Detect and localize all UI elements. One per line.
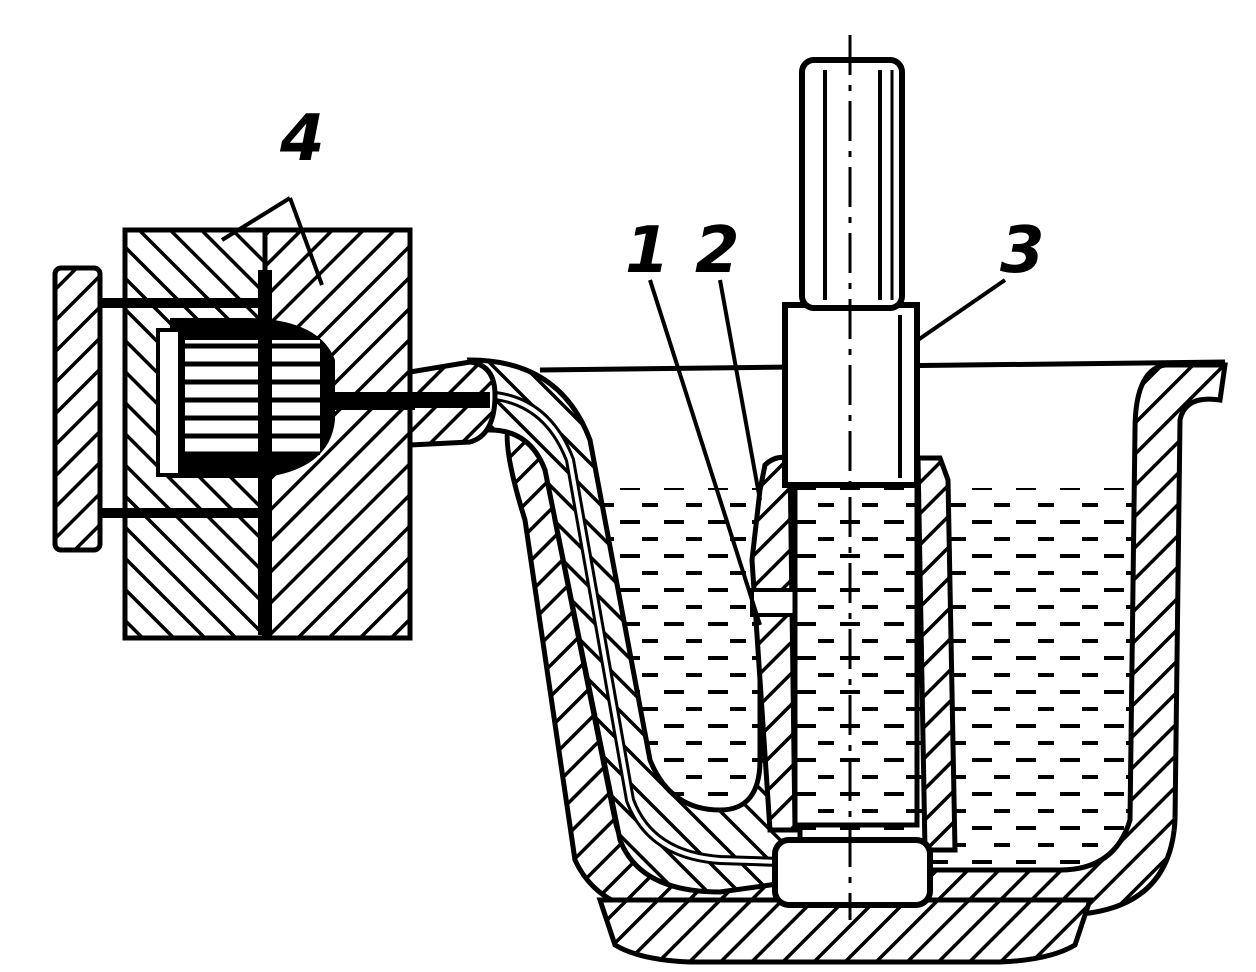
- ejector-rod-bottom: [98, 508, 258, 518]
- plunger-head: [792, 477, 920, 828]
- leader-1: [648, 279, 762, 626]
- sprue: [320, 392, 415, 410]
- plunger-rod: [799, 57, 905, 311]
- gooseneck-body: [466, 357, 803, 895]
- inlet-port: [750, 588, 799, 617]
- die-assembly: [52, 227, 415, 641]
- cylinder-assembly: [749, 35, 958, 920]
- label-1: 1: [625, 214, 670, 288]
- cylinder-wall-right: [915, 455, 958, 853]
- label-3: 3: [1000, 214, 1045, 288]
- label-4: 4: [279, 102, 325, 176]
- leader-3: [913, 278, 1007, 344]
- leader-4a: [220, 196, 292, 242]
- label-2: 2: [695, 214, 740, 288]
- casting-part: [185, 340, 320, 455]
- plunger-foot: [772, 837, 933, 908]
- crucible-base: [596, 897, 1094, 965]
- ejector-rod-top: [98, 298, 258, 308]
- parting-line: [258, 270, 272, 635]
- leader-4b: [288, 197, 324, 286]
- part-labels: 4 1 2 3: [279, 102, 1045, 288]
- gooseneck-channel-bore: [479, 393, 781, 864]
- leader-2: [718, 279, 762, 501]
- ejector-plate: [52, 265, 103, 553]
- leader-lines: [220, 196, 1007, 626]
- ejector-slot: [156, 328, 182, 477]
